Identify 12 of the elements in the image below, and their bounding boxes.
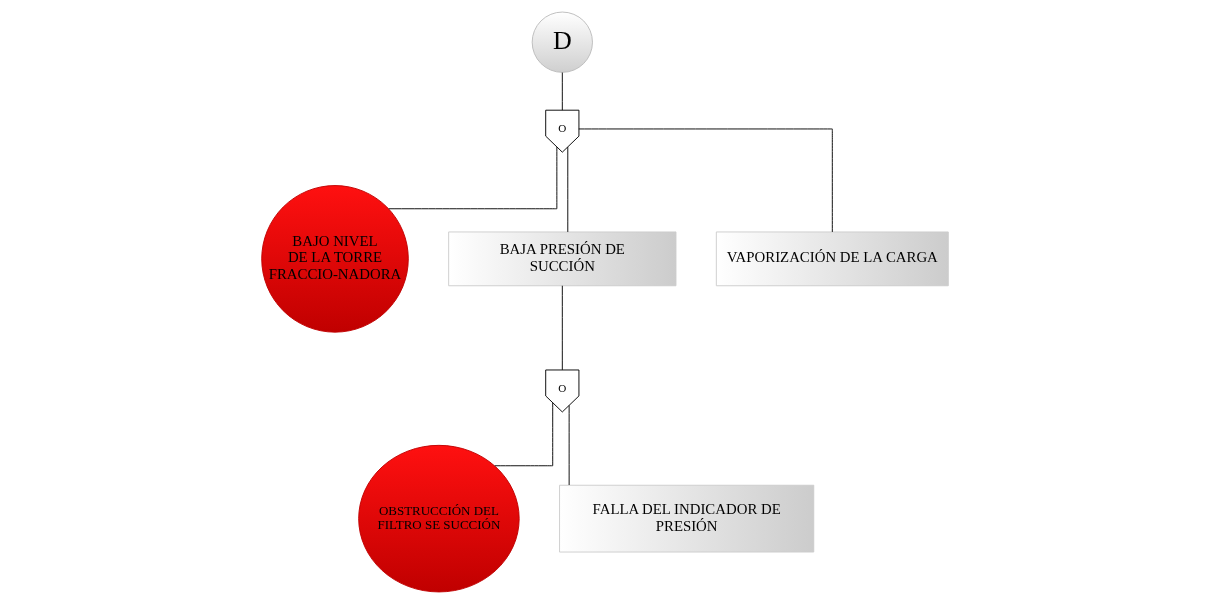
node-box: FALLA DEL INDICADOR DE PRESIÓN <box>558 484 814 553</box>
connector <box>577 128 833 233</box>
node-box: BAJA PRESIÓN DE SUCCIÓN <box>447 231 676 287</box>
connector <box>493 402 553 467</box>
connector <box>561 72 563 111</box>
node-box: VAPORIZACIÓN DE LA CARGA <box>715 231 949 287</box>
node-circle: D <box>531 11 593 73</box>
connector <box>387 146 557 210</box>
connector <box>561 285 563 371</box>
node-circle: BAJO NIVEL DE LA TORRE FRACCIO-NADORA <box>260 185 409 333</box>
node-circle: OBSTRUCCIÓN DEL FILTRO SE SUCCIÓN <box>357 444 520 593</box>
connector <box>566 146 568 233</box>
